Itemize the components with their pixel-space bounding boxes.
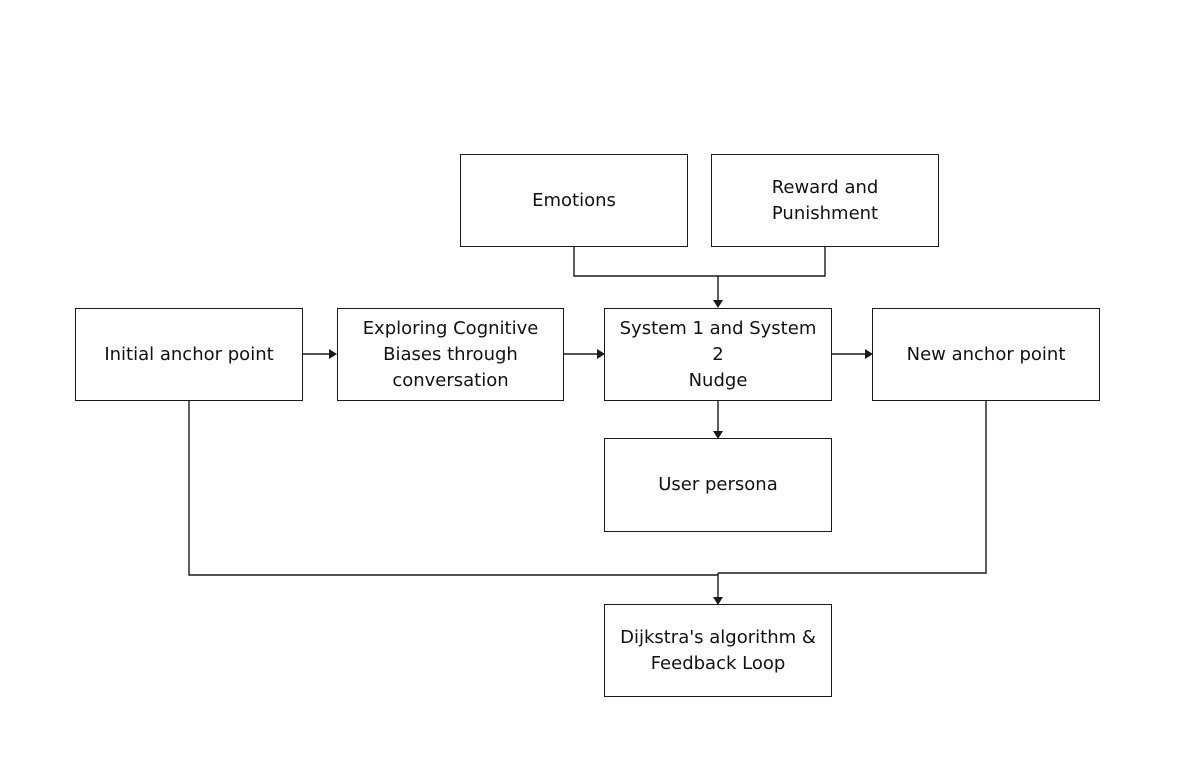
node-new-anchor-point: New anchor point [872,308,1100,401]
arrowhead-into-persona [713,431,723,439]
node-emotions-label: Emotions [532,189,616,211]
node-new-anchor-label: New anchor point [906,343,1066,365]
arrowhead-into-system-left [597,349,605,359]
connector-initial-to-dijkstra [188,401,718,576]
arrowhead-into-new-anchor [865,349,873,359]
node-dijkstra-label: Dijkstra's algorithm & Feedback Loop [620,626,816,674]
arrowhead-into-dijkstra [713,597,723,605]
node-system-nudge-label: System 1 and System 2 Nudge [619,317,817,391]
node-system-nudge: System 1 and System 2 Nudge [604,308,832,401]
node-exploring-cognitive-biases: Exploring Cognitive Biases through conve… [337,308,564,401]
connector-emotions-merge [573,247,718,277]
connector-new-anchor-to-dijkstra [718,401,987,574]
node-initial-anchor-label: Initial anchor point [104,343,274,365]
node-initial-anchor-point: Initial anchor point [75,308,303,401]
node-reward-and-punishment: Reward and Punishment [711,154,939,247]
node-reward-label: Reward and Punishment [771,176,879,224]
node-emotions: Emotions [460,154,688,247]
node-user-persona-label: User persona [658,474,778,495]
arrowhead-into-exploring [329,349,337,359]
arrowhead-into-system-top [713,300,723,308]
connector-reward-merge [718,247,826,277]
node-exploring-label: Exploring Cognitive Biases through conve… [362,317,539,391]
node-user-persona: User persona [604,438,832,532]
node-dijkstra-feedback-loop: Dijkstra's algorithm & Feedback Loop [604,604,832,697]
